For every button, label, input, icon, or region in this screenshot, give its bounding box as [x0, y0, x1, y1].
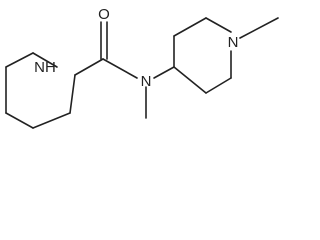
bond [5, 52, 34, 68]
piperidine-ring-right [173, 17, 279, 94]
bond [239, 17, 279, 39]
bond [205, 17, 232, 33]
bond [102, 58, 138, 79]
bond [5, 112, 34, 129]
bond [205, 77, 232, 94]
bond [32, 52, 58, 68]
atom-label-ring-n: N [228, 34, 239, 51]
atom-label-nh: NH [34, 59, 56, 76]
piperidine-ring-left [5, 52, 76, 129]
bond [173, 66, 207, 94]
bond [32, 112, 71, 129]
chemical-structure: NH O N N [5, 6, 279, 129]
atom-label-o: O [98, 6, 110, 23]
bond [74, 58, 104, 76]
bond [153, 66, 175, 79]
bond [173, 17, 207, 37]
carboxamide-group [74, 21, 175, 119]
atom-label-amide-n: N [141, 73, 152, 90]
bond [69, 74, 76, 114]
